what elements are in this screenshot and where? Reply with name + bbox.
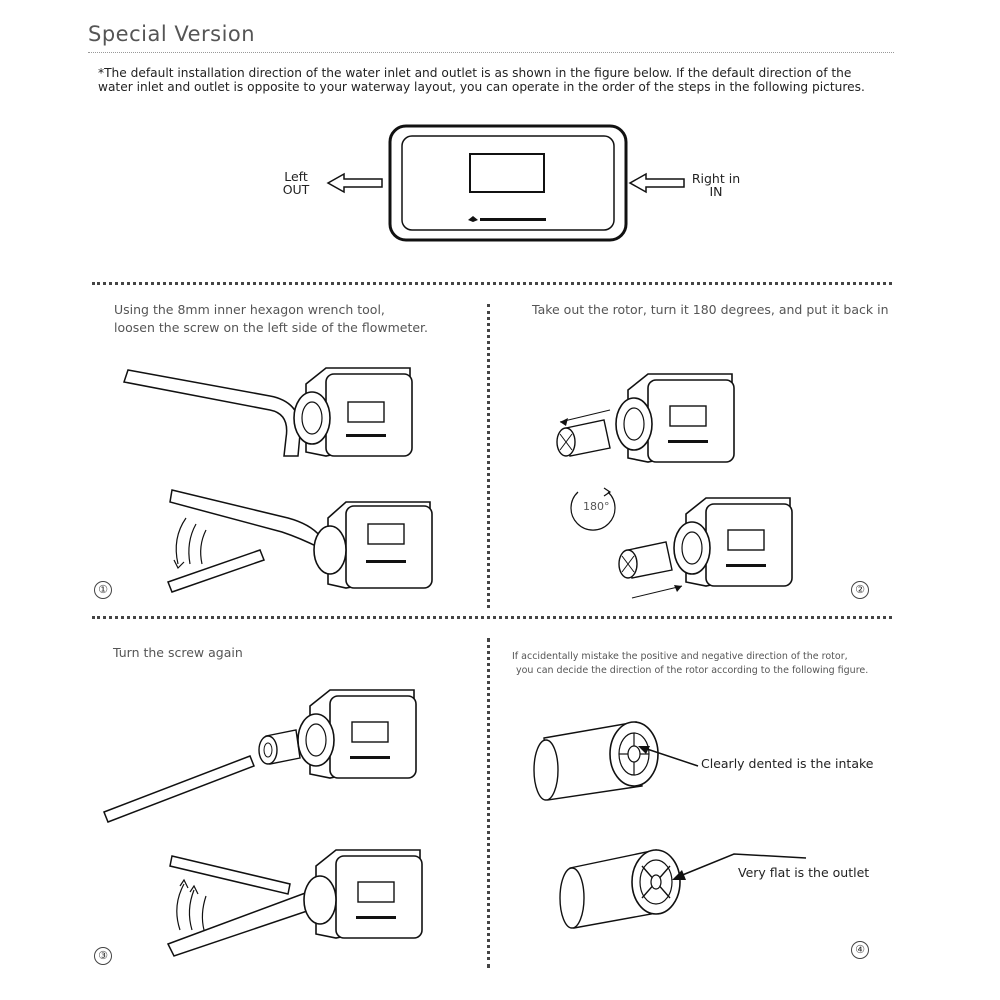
out-label: OUT — [282, 182, 310, 197]
in-label: IN — [709, 184, 723, 199]
title-divider — [88, 52, 894, 53]
outlet-pointer-icon — [672, 853, 807, 880]
outlet-arrow-icon — [326, 172, 383, 194]
step-3-caption: Turn the screw again — [113, 644, 243, 662]
step-2-caption-line-1: Take out the rotor, turn it 180 degrees,… — [532, 302, 889, 317]
section-divider-top — [92, 282, 892, 285]
left-out-label: Left OUT — [274, 170, 318, 196]
step-2-caption: Take out the rotor, turn it 180 degrees,… — [532, 301, 889, 319]
step-1-caption-line-2: loosen the screw on the left side of the… — [114, 320, 429, 335]
step-1-wrench-insert-illustration — [123, 367, 413, 457]
step-4-caption: If accidentally mistake the positive and… — [512, 650, 868, 678]
intake-pointer-icon — [638, 746, 699, 767]
intake-callout: Clearly dented is the intake — [701, 756, 874, 771]
step-3-caption-line-1: Turn the screw again — [113, 645, 243, 660]
step-3-wrench-tighten-illustration — [166, 849, 423, 957]
step-1-number: ① — [94, 581, 112, 599]
step-1-wrench-turn-illustration — [167, 489, 433, 593]
inlet-arrow-icon — [628, 172, 685, 194]
step-2-rotor-insert-illustration — [618, 497, 793, 599]
right-in-label: Right in IN — [686, 172, 746, 198]
step-4-caption-line-1: If accidentally mistake the positive and… — [512, 651, 848, 662]
step-2-rotor-removal-illustration — [556, 373, 735, 463]
rotation-angle-label: 180° — [583, 500, 610, 513]
column-divider-upper — [487, 304, 490, 608]
installation-note: *The default installation direction of t… — [98, 66, 928, 94]
step-1-caption-line-1: Using the 8mm inner hexagon wrench tool, — [114, 302, 385, 317]
outlet-rotor-illustration — [559, 849, 681, 929]
left-label: Left — [284, 169, 308, 184]
step-3-screw-return-illustration — [103, 689, 417, 823]
page-title: Special Version — [88, 22, 256, 46]
step-4-number: ④ — [851, 941, 869, 959]
note-line-2: water inlet and outlet is opposite to yo… — [98, 80, 865, 94]
rotation-icon — [570, 487, 616, 531]
outlet-callout: Very flat is the outlet — [738, 865, 870, 880]
note-line-1: *The default installation direction of t… — [98, 66, 852, 80]
column-divider-lower — [487, 638, 490, 968]
step-3-number: ③ — [94, 947, 112, 965]
step-1-caption: Using the 8mm inner hexagon wrench tool,… — [114, 301, 428, 337]
right-in-text: Right in — [691, 171, 741, 186]
intake-rotor-illustration — [533, 721, 659, 801]
brand-logo-icon — [468, 216, 546, 222]
section-divider-middle — [92, 616, 892, 619]
flowmeter-front-illustration — [388, 124, 628, 242]
step-4-caption-line-2: you can decide the direction of the roto… — [516, 665, 869, 676]
step-2-number: ② — [851, 581, 869, 599]
